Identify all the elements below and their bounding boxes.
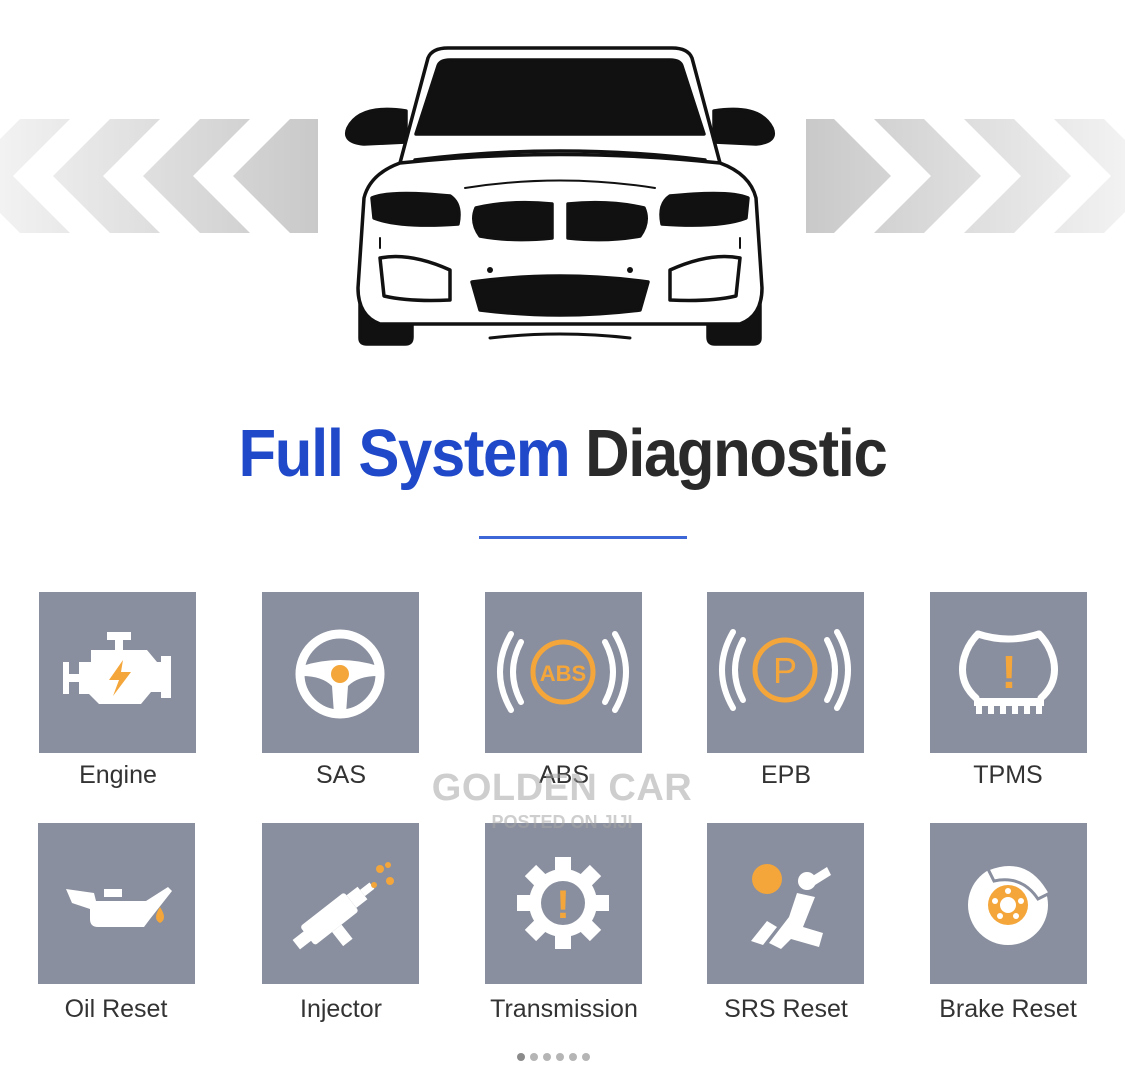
function-label: Injector [300, 995, 382, 1023]
oil-can-icon [66, 887, 172, 927]
steering-wheel-icon [295, 629, 385, 719]
function-tile-injector[interactable] [262, 823, 419, 984]
carousel-dot[interactable] [569, 1053, 577, 1061]
carousel-dot[interactable] [582, 1053, 590, 1061]
carousel-dot[interactable] [530, 1053, 538, 1061]
title-highlight: Full System [238, 416, 571, 491]
car-front-icon [345, 46, 775, 346]
function-tile-engine[interactable] [39, 592, 196, 753]
function-tile-epb[interactable]: P [707, 592, 864, 753]
function-tile-transmission[interactable]: ! [485, 823, 642, 984]
hero-banner [0, 0, 1125, 380]
page-title: Full System Diagnostic [45, 412, 1080, 496]
tire-pressure-icon: ! [959, 630, 1058, 714]
function-tile-sas[interactable] [262, 592, 419, 753]
function-label: EPB [760, 761, 812, 789]
title-rest: Diagnostic [585, 416, 888, 491]
brake-disc-icon [968, 862, 1053, 945]
function-label: SAS [315, 761, 367, 789]
airbag-icon [751, 864, 831, 949]
function-label: Engine [79, 761, 157, 789]
function-tile-tpms[interactable]: ! [930, 592, 1087, 753]
function-tile-srs-reset[interactable] [707, 823, 864, 984]
carousel-dots [517, 1053, 590, 1063]
svg-text:P: P [773, 650, 797, 691]
function-label: Brake Reset [939, 995, 1077, 1023]
function-label: Transmission [490, 995, 638, 1023]
fuel-injector-icon [292, 862, 394, 950]
svg-text:!: ! [1001, 646, 1016, 698]
function-tile-brake-reset[interactable] [930, 823, 1087, 984]
function-tile-abs[interactable]: ABS [485, 592, 642, 753]
svg-text:ABS: ABS [540, 661, 586, 686]
carousel-dot[interactable] [517, 1053, 525, 1061]
engine-icon [63, 632, 171, 704]
function-label: ABS [538, 761, 590, 789]
svg-text:!: ! [556, 883, 569, 927]
parking-brake-icon: P [719, 629, 851, 711]
function-label: SRS Reset [724, 995, 848, 1023]
function-tile-oil-reset[interactable] [38, 823, 195, 984]
chevron-arrows-left-icon [0, 119, 318, 233]
function-label: TPMS [973, 761, 1043, 789]
carousel-dot[interactable] [556, 1053, 564, 1061]
transmission-gear-icon: ! [517, 857, 609, 949]
function-label: Oil Reset [64, 995, 168, 1023]
carousel-dot[interactable] [543, 1053, 551, 1061]
title-underline [479, 536, 687, 539]
chevron-arrows-right-icon [806, 119, 1125, 233]
abs-warning-icon: ABS [497, 631, 629, 713]
